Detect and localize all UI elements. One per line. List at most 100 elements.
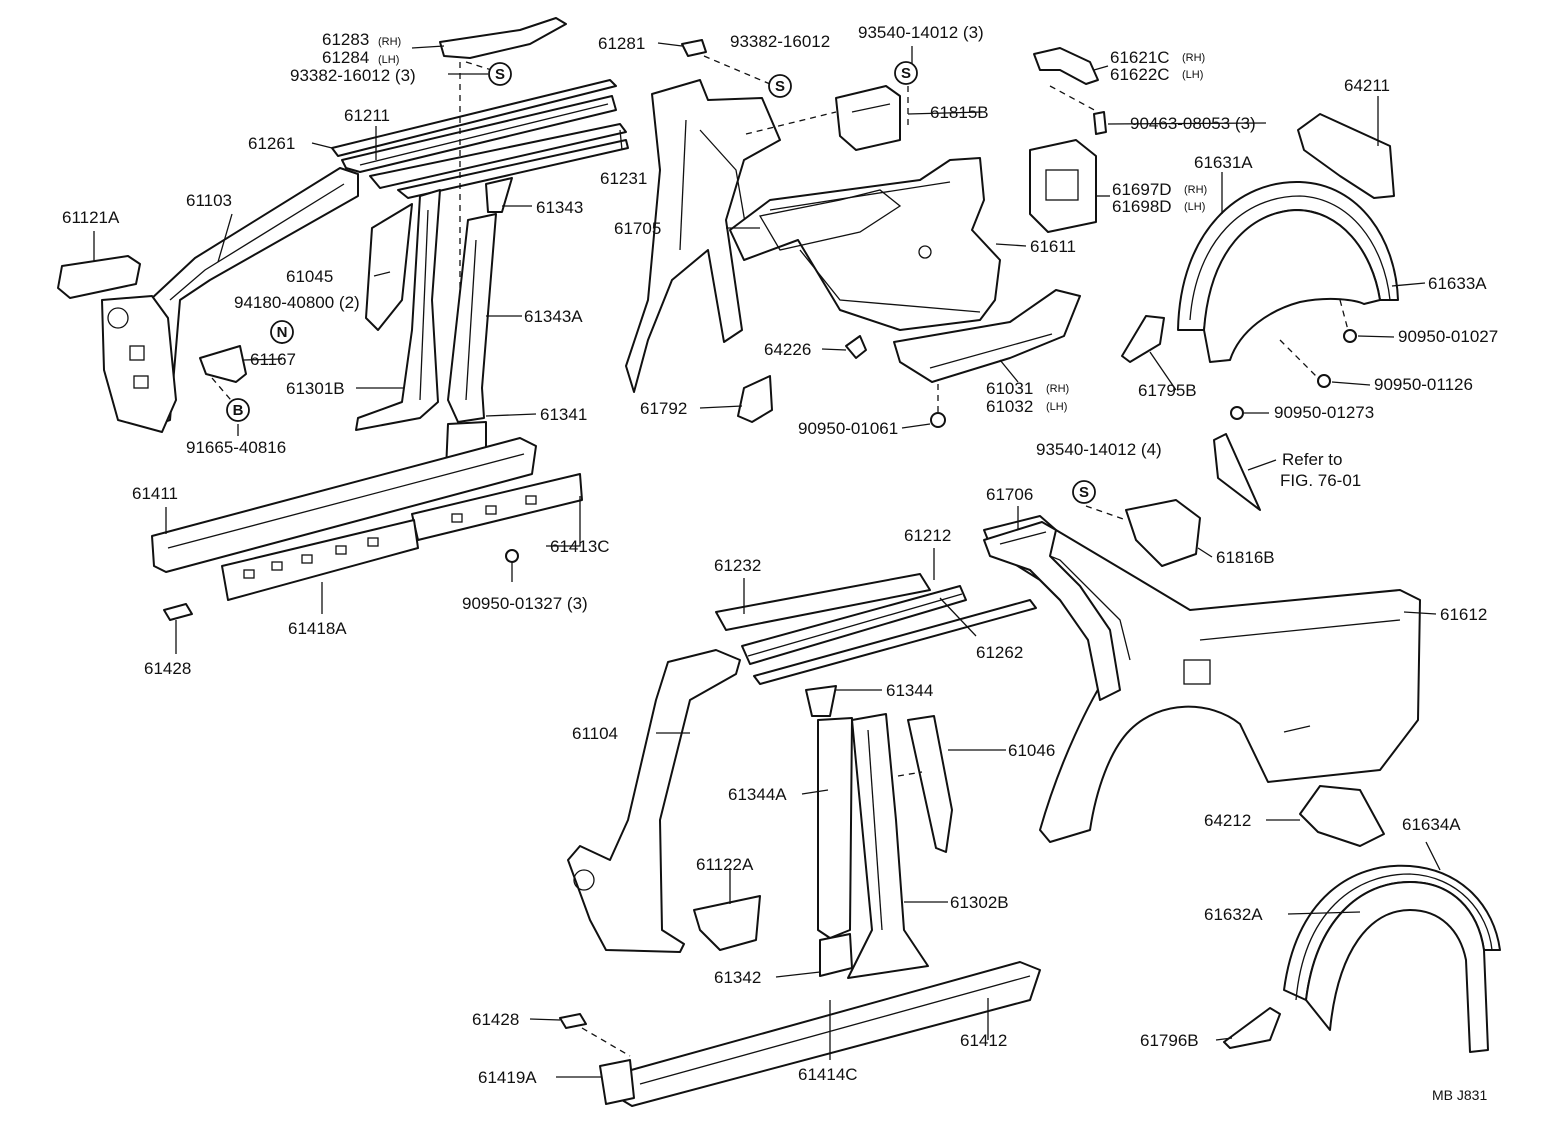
part-64212-liner — [1299, 785, 1385, 847]
part-labels: 61283 (RH) 61284 (LH) 93382-16012 (3) 61… — [62, 23, 1498, 1103]
part-64211-liner — [1297, 113, 1395, 199]
part-hinge-pillar — [101, 295, 177, 433]
part-61706-quarter-inner — [983, 521, 1121, 701]
label-90950-01126: 90950-01126 — [1374, 375, 1473, 394]
symbol-s-4: S — [1072, 480, 1096, 504]
label-94180-40800: 94180-40800 (2) — [234, 293, 360, 312]
part-61342-pillar-base — [819, 933, 853, 977]
symbol-s-1: S — [488, 62, 512, 86]
label-61032: 61032 — [986, 397, 1033, 416]
part-61302B-center-pillar — [847, 713, 929, 979]
part-61232-rail — [715, 573, 931, 631]
label-61631A: 61631A — [1194, 153, 1253, 172]
label-61792: 61792 — [640, 399, 687, 418]
label-61231: 61231 — [600, 169, 647, 188]
label-61698D-suffix: (LH) — [1184, 201, 1205, 213]
label-61031-suffix: (RH) — [1046, 383, 1069, 395]
label-refer-to: Refer to — [1282, 450, 1342, 469]
label-90463-08053: 90463-08053 (3) — [1130, 114, 1256, 133]
clip-90463-08053 — [1093, 111, 1107, 135]
label-61341: 61341 — [540, 405, 587, 424]
symbol-b: B — [226, 398, 250, 422]
label-61621C-suffix: (RH) — [1182, 52, 1205, 64]
label-61343: 61343 — [536, 198, 583, 217]
grommet-90950-01061 — [930, 412, 946, 428]
label-61816B: 61816B — [1216, 548, 1275, 567]
part-61792-bracket — [737, 375, 773, 423]
part-61428-plate-lower — [559, 1013, 587, 1029]
part-61795B-bracket — [1121, 315, 1165, 363]
label-64212: 64212 — [1204, 811, 1251, 830]
label-61815B: 61815B — [930, 103, 989, 122]
label-61633A: 61633A — [1428, 274, 1487, 293]
part-61611-quarter-panel — [729, 157, 1001, 331]
symbol-s-3: S — [894, 61, 918, 85]
part-61633A-wheelhouse-outer — [1203, 209, 1381, 363]
label-61428-upper: 61428 — [144, 659, 191, 678]
part-61419A-rocker-end — [599, 1059, 635, 1105]
part-61428-plate — [163, 603, 193, 621]
label-61413C: 61413C — [550, 537, 610, 556]
label-61302B: 61302B — [950, 893, 1009, 912]
part-61344-cap — [805, 685, 837, 717]
label-61343A: 61343A — [524, 307, 583, 326]
part-61261-rail — [331, 79, 617, 157]
label-90950-01061: 90950-01061 — [798, 419, 898, 438]
part-61621C-bracket — [1033, 47, 1099, 85]
label-61232: 61232 — [714, 556, 761, 575]
label-61122A: 61122A — [696, 855, 754, 874]
label-61411: 61411 — [132, 484, 178, 503]
part-61031-extension — [893, 289, 1081, 383]
svg-text:B: B — [233, 402, 244, 419]
svg-text:S: S — [901, 65, 911, 82]
part-61046-reinforcement — [907, 715, 953, 853]
label-61622C-suffix: (LH) — [1182, 69, 1203, 81]
label-61706: 61706 — [986, 485, 1033, 504]
label-61031: 61031 — [986, 379, 1033, 398]
label-61212: 61212 — [904, 526, 951, 545]
grommet-90950-01327 — [505, 549, 519, 563]
label-61211: 61211 — [344, 106, 390, 125]
label-61103: 61103 — [186, 191, 232, 210]
grommet-90950-01273 — [1230, 406, 1244, 420]
part-61281-clip — [681, 39, 707, 57]
svg-text:N: N — [277, 324, 288, 341]
label-64226: 64226 — [764, 340, 811, 359]
label-64211: 64211 — [1344, 76, 1390, 95]
label-93540-14012-3: 93540-14012 (3) — [858, 23, 984, 42]
label-90950-01327: 90950-01327 (3) — [462, 594, 588, 613]
part-refer-fig-76-01 — [1213, 433, 1261, 511]
label-61261: 61261 — [248, 134, 295, 153]
label-61622C: 61622C — [1110, 65, 1170, 84]
label-93540-14012-4: 93540-14012 (4) — [1036, 440, 1162, 459]
label-61698D: 61698D — [1112, 197, 1172, 216]
footer-code: MB J831 — [1432, 1087, 1487, 1103]
label-61795B: 61795B — [1138, 381, 1197, 400]
part-61697D-panel — [1029, 139, 1097, 233]
label-91665-40816: 91665-40816 — [186, 438, 286, 457]
part-61122A-bracket — [693, 895, 761, 951]
label-61796B: 61796B — [1140, 1031, 1199, 1050]
part-61167-bracket — [199, 345, 247, 383]
part-61343A-pillar-inner — [447, 213, 497, 423]
symbol-s-2: S — [768, 74, 792, 98]
label-61697D: 61697D — [1112, 180, 1172, 199]
part-61301B-center-pillar — [355, 189, 441, 431]
part-61343-cap — [485, 177, 513, 213]
label-61412: 61412 — [960, 1031, 1007, 1050]
part-61344A-pillar-inner — [817, 717, 853, 939]
part-61104-front-pillar — [567, 649, 741, 953]
label-61419A: 61419A — [478, 1068, 537, 1087]
label-93382-16012-3: 93382-16012 (3) — [290, 66, 416, 85]
part-61262-rail — [753, 599, 1037, 685]
label-61284: 61284 — [322, 48, 369, 67]
label-61301B: 61301B — [286, 379, 345, 398]
part-61121A-bracket — [57, 255, 141, 299]
label-61342: 61342 — [714, 968, 761, 987]
svg-text:S: S — [495, 66, 505, 83]
label-61697D-suffix: (RH) — [1184, 184, 1207, 196]
svg-text:S: S — [775, 78, 785, 95]
label-61611: 61611 — [1030, 237, 1076, 256]
